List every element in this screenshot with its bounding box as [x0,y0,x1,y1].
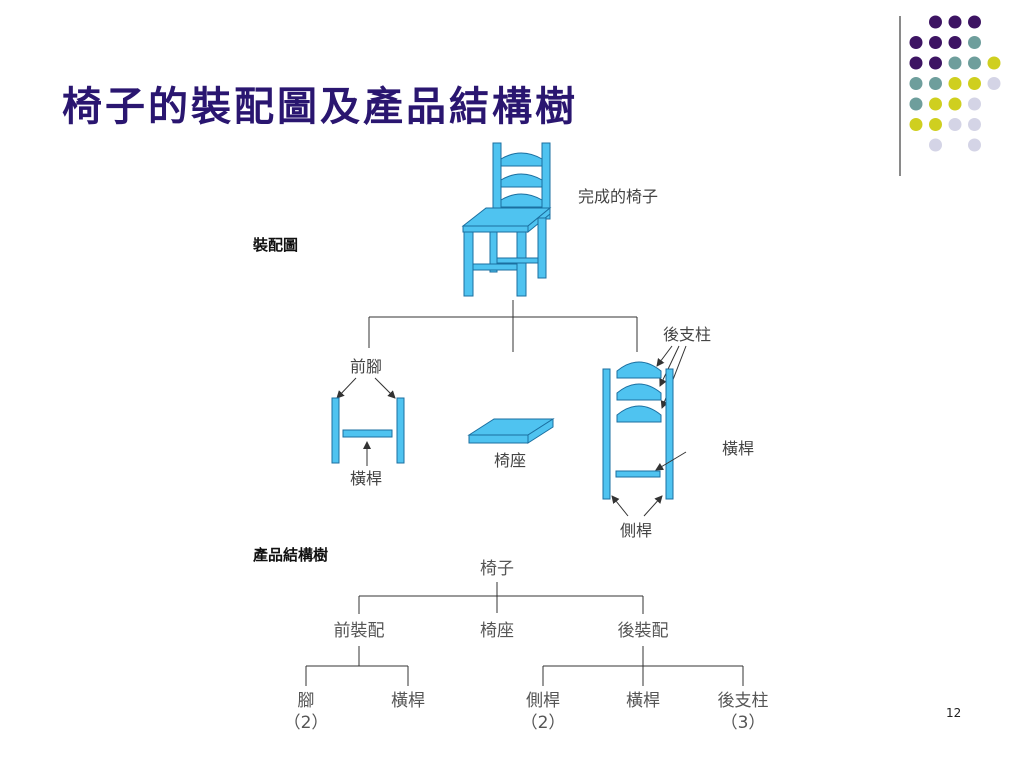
decorative-dot [948,36,962,49]
front-legs-arrow-left [336,377,357,399]
side-bar-arrow-left [611,495,629,517]
tree-leaf-side-bars-qty: （2） [521,713,566,733]
decorative-dot [929,36,942,49]
decorative-dot [909,56,923,70]
seat-label: 椅座 [494,451,526,470]
decorative-dot [929,15,942,29]
front-legs-label: 前腳 [350,357,382,376]
decorative-dot [909,36,923,49]
decorative-dot [929,56,942,70]
side-bars-label: 側桿 [620,521,652,540]
front-legs-parts [331,397,405,464]
tree-leaf-back-crossbar: 橫桿 [626,691,660,711]
back-slat-arrow-2 [659,345,680,387]
decorative-divider [899,16,901,176]
decorative-dot [968,97,981,111]
tree-node-back-assembly: 後裝配 [618,621,669,641]
back-crossbar-label: 橫桿 [722,439,754,458]
decorative-dot [929,97,942,111]
back-assembly-parts [602,361,674,500]
side-bar-arrow-right [643,495,663,517]
tree-leaf-legs: 腳 [298,691,315,711]
front-crossbar-label: 橫桿 [350,469,382,488]
tree-leaf-side-bars: 側桿 [526,691,560,711]
assembly-section-label: 裝配圖 [252,236,298,254]
decorative-dot-grid [909,15,1001,152]
decorative-dot [948,15,962,29]
finished-chair-illustration [461,142,552,297]
assembly-connectors [368,300,638,352]
tree-node-front-assembly: 前裝配 [334,621,385,641]
decorative-dot [968,77,981,90]
tree-leaf-back-slats-qty: （3） [721,713,766,733]
decorative-dot [968,138,981,152]
decorative-dot [948,97,962,111]
decorative-dot [909,97,923,111]
tree-root: 椅子 [480,559,514,579]
decorative-dot [929,77,942,90]
finished-chair-label: 完成的椅子 [578,187,658,206]
back-slats-label: 後支柱 [663,325,711,344]
decorative-dot [909,118,923,131]
tree-connectors [305,582,744,686]
tree-leaf-front-crossbar: 橫桿 [391,691,425,711]
seat-part [467,418,555,444]
decorative-dot [929,118,942,131]
decorative-dot [968,15,981,29]
back-slat-arrow-1 [656,345,673,367]
decorative-dot [968,36,981,49]
decorative-dot [929,138,942,152]
decorative-dot [987,77,1001,90]
tree-node-seat: 椅座 [480,621,514,641]
front-legs-arrow-right [374,377,396,399]
tree-leaf-legs-qty: （2） [284,713,329,733]
decorative-dot [948,77,962,90]
page-number: 12 [946,706,962,720]
decorative-dot [909,77,923,90]
decorative-dot [968,56,981,70]
tree-leaf-back-slats: 後支柱 [718,691,769,711]
decorative-dot [987,56,1001,70]
decorative-dot [968,118,981,131]
decorative-dot [948,56,962,70]
tree-section-label: 產品結構樹 [252,546,328,564]
decorative-dot [948,118,962,131]
back-crossbar-arrow [655,451,687,471]
slide-title: 椅子的裝配圖及產品結構樹 [62,83,578,130]
